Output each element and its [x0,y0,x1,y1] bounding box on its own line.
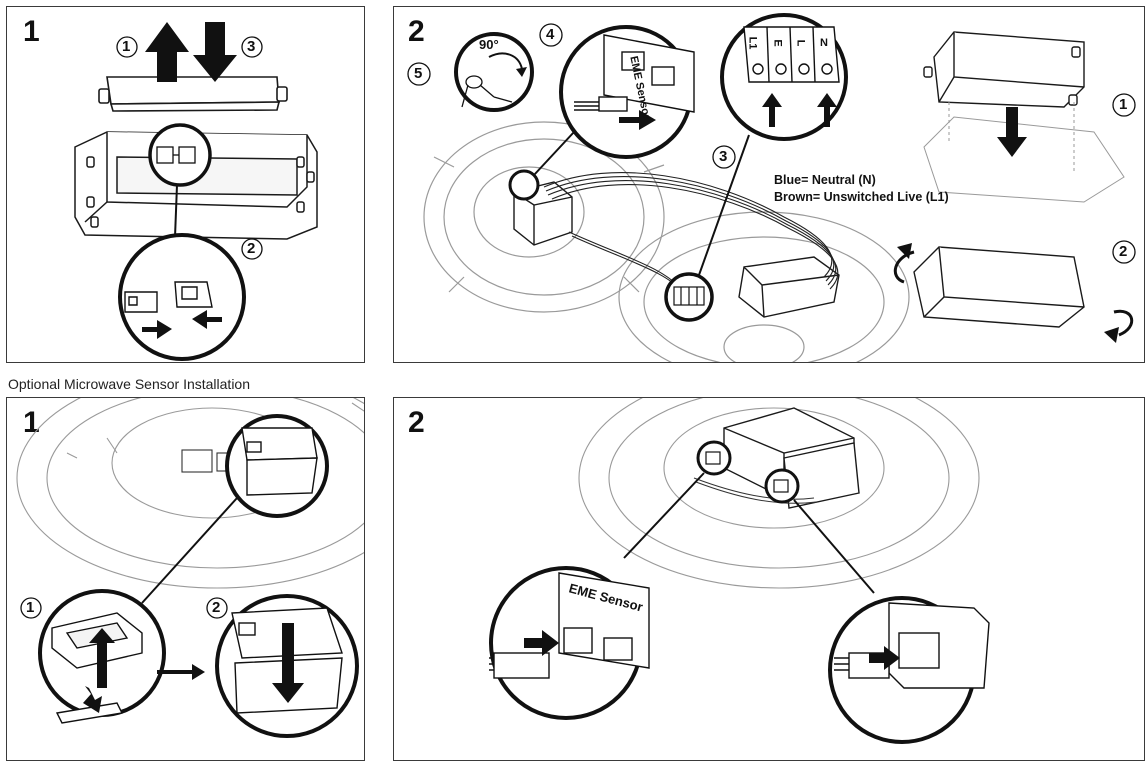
callout-3 [241,36,263,58]
twist-right-icon [1113,309,1133,337]
connector-detail-small [508,169,540,201]
driver-cover [98,76,288,112]
panel-sensor-step-2: 2 [393,397,1145,761]
driver-mount-step-1 [923,31,1085,108]
driver-on-luminaire [738,256,840,318]
driver-mount-step-2 [913,246,1085,328]
panel-sensor-step-1: 1 [6,397,365,761]
terminal-l: L [794,39,807,47]
callout-1-label: 1 [1119,96,1128,113]
down-arrow-icon [83,686,102,713]
callout-2-label: 2 [247,240,256,257]
panel-step-1-remove-cover: 1 [6,6,365,363]
driver-box-illustration [74,22,318,361]
step-number: 1 [23,15,40,48]
callout-5-label: 5 [414,65,423,82]
ceiling-plate [423,121,665,313]
section-title: Optional Microwave Sensor Installation [8,376,251,392]
callout-3-label: 3 [719,148,728,165]
callout-2 [241,238,263,260]
callout-1-label: 1 [26,599,35,616]
wiring-illustration [407,13,1136,362]
callout-1 [116,36,138,58]
panel-step-2-wiring: 2 [393,6,1145,363]
sensor-rotate-detail [454,32,534,112]
mount-down-arrow-icon [997,107,1027,157]
step-number: 1 [23,406,40,439]
angle-label: 90° [479,37,499,52]
callout-2-label: 2 [212,599,221,616]
callout-4-label: 4 [546,26,555,43]
terminal-l1: L1 [746,36,759,50]
ceiling-plate [578,398,980,589]
connector-plugs [124,281,213,313]
down-arrow-icon [193,22,237,82]
wire-arrow-left-icon [762,93,782,127]
sensor-module [723,407,860,509]
wiring-blue-label: Blue= Neutral (N) [774,173,876,187]
press-down-arrow-icon [272,623,304,703]
rotate-arrow-icon [488,52,523,70]
insert-arrow-icon [524,630,559,656]
left-arrow-icon [192,310,222,329]
terminal-n: N [820,37,828,49]
up-arrow-icon [145,22,189,82]
up-arrow-icon [89,628,115,688]
callout-1-label: 1 [122,38,131,55]
next-step-arrow-icon [157,664,205,680]
callout-2-label: 2 [1119,243,1128,260]
insert-arrow-icon [619,110,656,130]
step-number: 2 [408,406,425,439]
terminal-e: E [771,39,784,47]
wiring-brown-label: Brown= Unswitched Live (L1) [774,190,949,204]
callout-3-label: 3 [247,38,256,55]
step-number: 2 [408,15,425,48]
right-arrow-icon [142,320,172,339]
sensor-connection-illustration [489,398,990,744]
sensor-housing-illustration [16,398,364,738]
insert-arrow-right-icon [869,646,900,670]
wire-arrow-right-icon [817,93,837,127]
